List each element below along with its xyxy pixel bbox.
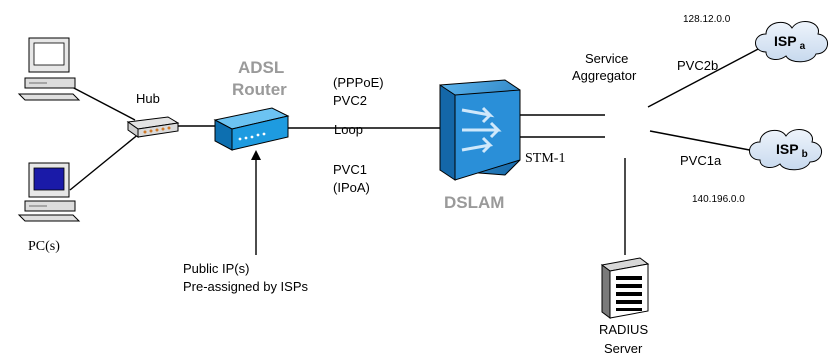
stm1-label: STM-1 [525, 151, 565, 166]
radius-label-line2: Server [604, 341, 643, 356]
pc2-hub-link [69, 132, 141, 191]
pvc2-label: PVC2 [333, 93, 367, 108]
pc1-hub-link [69, 85, 136, 121]
router-icon [213, 107, 290, 151]
pvc2b-label: PVC2b [677, 58, 718, 73]
pppoe-label: (PPPoE) [333, 75, 384, 90]
cloud-icon [749, 128, 822, 171]
aggregator-isp-a-link [647, 46, 763, 108]
server-icon [600, 257, 650, 319]
net-b-label: 140.196.0.0 [692, 194, 745, 205]
pc-icon [17, 162, 81, 222]
dslam-icon [439, 79, 521, 181]
aggregator-label-line2: Aggregator [572, 68, 637, 83]
hub-label: Hub [136, 91, 160, 106]
pcs-label: PC(s) [28, 239, 60, 254]
loop-label: Loop [334, 122, 363, 137]
router-label-line1: ADSL [238, 58, 284, 77]
aggregator-label-line1: Service [585, 51, 628, 66]
radius-label-line1: RADIUS [599, 322, 648, 337]
dslam-label: DSLAM [444, 193, 504, 212]
ipoa-label: (IPoA) [333, 180, 370, 195]
cloud-icon [755, 20, 828, 63]
connection-lines [69, 46, 763, 255]
public-ip-label-line1: Public IP(s) [183, 261, 249, 276]
pc-icon [17, 37, 81, 101]
public-ip-label-line2: Pre-assigned by ISPs [183, 279, 309, 294]
arrow-head-icon [251, 150, 261, 160]
hub-icon [126, 116, 180, 138]
aggregator-isp-b-link [649, 130, 761, 153]
net-a-label: 128.12.0.0 [683, 14, 731, 25]
pvc1-label: PVC1 [333, 162, 367, 177]
pvc1a-label: PVC1a [680, 153, 722, 168]
router-label-line2: Router [232, 80, 287, 99]
